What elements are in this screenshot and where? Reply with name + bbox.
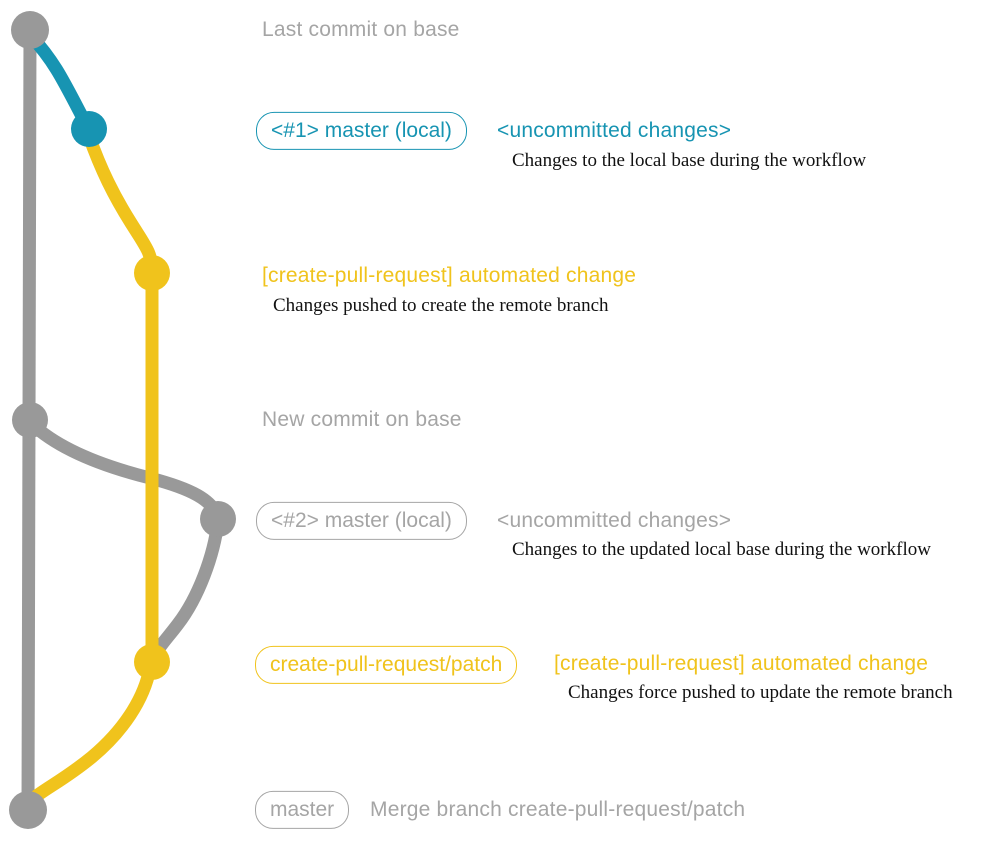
caption-changes-pushed: Changes pushed to create the remote bran… (273, 295, 609, 316)
badge-create-pull-request-patch: create-pull-request/patch (255, 645, 518, 685)
label-uncommitted-changes-2: <uncommitted changes> (497, 509, 732, 532)
commit-dot-base-top (11, 11, 49, 49)
commit-dot-remote-2 (134, 644, 170, 680)
label-merge-branch: Merge branch create-pull-request/patch (370, 798, 746, 821)
badge-master-local-2: <#2> master (local) (256, 501, 467, 541)
badge-master-local-2-text: <#2> master (local) (256, 501, 467, 541)
local-branch-update-curve (25, 417, 225, 524)
remote-branch-create-curve (82, 129, 159, 279)
caption-updated-local-base-changes: Changes to the updated local base during… (512, 539, 931, 560)
label-automated-change-1: [create-pull-request] automated change (262, 264, 637, 287)
badge-master: master (255, 790, 350, 830)
commit-dot-remote-1 (134, 255, 170, 291)
commit-dot-local-1 (71, 111, 107, 147)
label-last-commit-on-base: Last commit on base (262, 18, 460, 41)
badge-master-local-1: <#1> master (local) (256, 111, 467, 151)
caption-local-base-changes: Changes to the local base during the wor… (512, 150, 867, 171)
badge-create-pull-request-patch-text: create-pull-request/patch (255, 645, 518, 685)
badge-master-local-1-text: <#1> master (local) (256, 111, 467, 151)
commit-dot-base-new (12, 402, 48, 438)
caption-changes-force-pushed: Changes force pushed to update the remot… (568, 682, 953, 703)
label-automated-change-2: [create-pull-request] automated change (554, 652, 929, 675)
local-branch-rebase-curve (146, 514, 225, 667)
merge-curve (23, 661, 157, 808)
label-uncommitted-changes-1: <uncommitted changes> (497, 119, 732, 142)
commit-dot-local-2 (200, 501, 236, 537)
commit-dot-base-merge (9, 791, 47, 829)
badge-master-text: master (255, 790, 350, 830)
label-new-commit-on-base: New commit on base (262, 408, 462, 431)
local-branch-curve (24, 29, 93, 131)
